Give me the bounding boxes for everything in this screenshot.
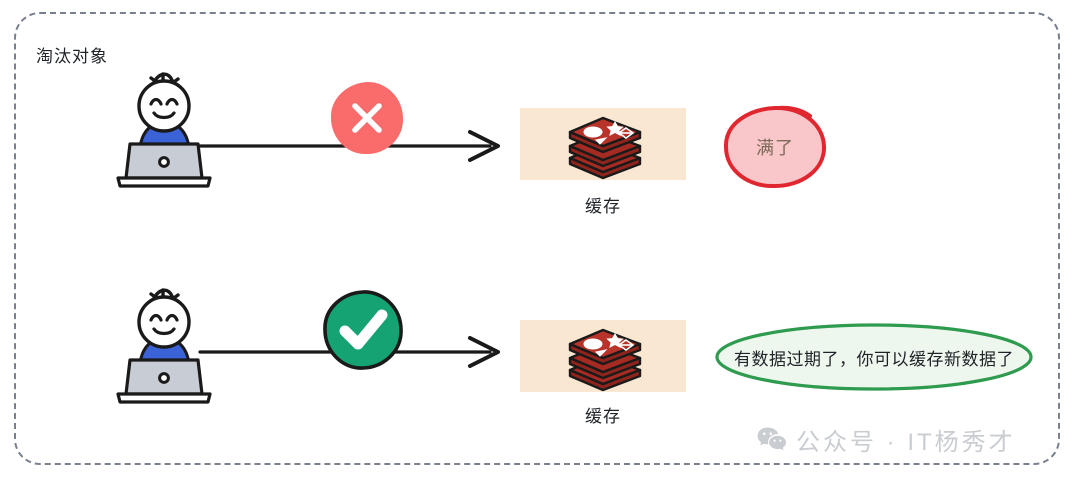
cache-box-top	[520, 108, 686, 180]
redis-stack-icon-bottom	[568, 328, 642, 392]
laptop-base	[116, 176, 212, 188]
diagram-frame	[14, 12, 1060, 465]
wechat-icon	[757, 427, 787, 450]
laptop-dot	[158, 372, 170, 384]
cache-label-bottom: 缓存	[585, 407, 621, 426]
eye-right	[165, 313, 179, 322]
redis-stack-icon-top	[568, 116, 642, 180]
arrow-head	[468, 336, 500, 368]
stack-glyphs	[583, 332, 624, 357]
person-head	[137, 295, 191, 349]
bubble-full: 满了	[722, 104, 828, 190]
bubble-expire-shape	[715, 323, 1033, 391]
stack-glyphs	[583, 120, 624, 145]
cache-box-bottom	[520, 320, 686, 392]
section-label: 淘汰对象	[36, 47, 108, 66]
eye-left	[149, 97, 163, 106]
laptop-base	[116, 392, 212, 404]
arrow-head	[468, 130, 500, 162]
stack-diamond-glyph	[617, 339, 635, 351]
bubble-full-shape	[723, 105, 827, 189]
watermark-text: 公众号 · IT杨秀才	[796, 429, 1016, 456]
cache-label-top: 缓存	[585, 197, 621, 216]
stack-diamond-glyph	[617, 127, 635, 139]
bubble-expire: 有数据过期了，你可以缓存新数据了	[714, 322, 1034, 392]
status-badge-check	[323, 290, 403, 370]
person-head	[137, 79, 191, 133]
person-at-laptop-top	[116, 72, 212, 188]
mouth-smile	[152, 327, 176, 336]
person-at-laptop-bottom	[116, 288, 212, 404]
status-badge-cross	[330, 81, 404, 155]
eye-left	[149, 313, 163, 322]
laptop-dot	[158, 156, 170, 168]
cross-icon	[352, 103, 382, 133]
mouth-smile	[152, 111, 176, 120]
check-icon	[339, 309, 388, 350]
eye-right	[165, 97, 179, 106]
watermark: 公众号 · IT杨秀才	[757, 422, 1016, 457]
